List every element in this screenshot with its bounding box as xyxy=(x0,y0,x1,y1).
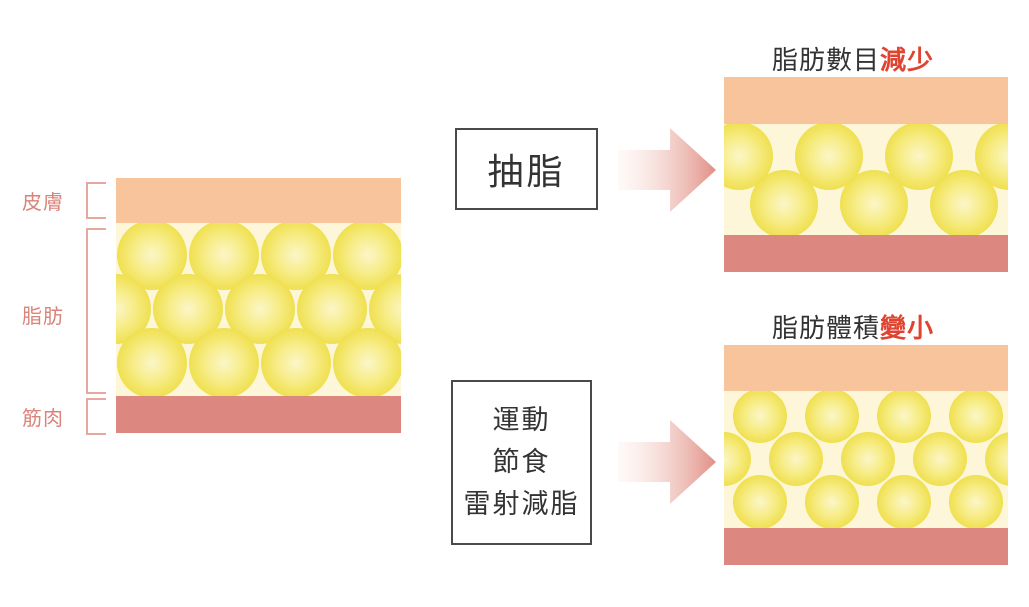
result-bottom-title-plain: 脂肪體積 xyxy=(772,314,881,344)
fat-cell xyxy=(985,432,1008,486)
fat-cell xyxy=(913,432,967,486)
fat-cell xyxy=(724,124,773,190)
fat-cell xyxy=(949,475,1003,528)
arrow-right-icon xyxy=(618,128,716,212)
fat-cell xyxy=(930,170,998,235)
fat-cell xyxy=(724,432,751,486)
fat-layer xyxy=(724,124,1008,235)
liposuction-box: 抽脂 xyxy=(455,128,598,210)
method-line-1: 運動 xyxy=(492,404,551,436)
method-line-3: 雷射減脂 xyxy=(463,488,580,520)
muscle-layer xyxy=(724,235,1008,272)
fat-cell xyxy=(949,391,1003,443)
result-top-title-plain: 脂肪數目 xyxy=(772,46,881,76)
fat-cell xyxy=(795,124,863,190)
fat-label: 脂肪 xyxy=(22,304,64,328)
liposuction-label: 抽脂 xyxy=(487,152,566,193)
fat-bracket xyxy=(86,228,106,394)
muscle-layer xyxy=(724,528,1008,565)
fat-cell xyxy=(153,274,223,344)
fat-cell xyxy=(733,391,787,443)
fat-cell xyxy=(261,328,331,396)
muscle-label: 筋肉 xyxy=(22,406,64,430)
fat-cell xyxy=(840,170,908,235)
result-bottom-title: 脂肪體積變小 xyxy=(772,308,934,345)
fat-cell xyxy=(297,274,367,344)
skin-layer xyxy=(724,77,1008,124)
fat-cell xyxy=(841,432,895,486)
result-bottom-title-highlight: 變小 xyxy=(880,314,935,344)
muscle-bracket xyxy=(86,398,106,435)
fat-cell xyxy=(769,432,823,486)
muscle-layer xyxy=(116,396,401,433)
fat-layer xyxy=(116,223,401,396)
fat-cell xyxy=(261,223,331,290)
fat-cell xyxy=(877,391,931,443)
method-line-2: 節食 xyxy=(492,446,551,478)
skin-layer xyxy=(116,178,401,223)
fat-cell xyxy=(117,223,187,290)
fat-cell xyxy=(750,170,818,235)
fat-cell xyxy=(805,391,859,443)
fat-cell xyxy=(805,475,859,528)
arrow-right-icon xyxy=(618,420,716,504)
fat-cell xyxy=(333,328,401,396)
fat-cell xyxy=(189,223,259,290)
skin-label: 皮膚 xyxy=(22,190,64,214)
fat-cell xyxy=(189,328,259,396)
fat-cell xyxy=(333,223,401,290)
fat-cell xyxy=(885,124,953,190)
fat-cell xyxy=(225,274,295,344)
fat-cell xyxy=(369,274,401,344)
fat-cell xyxy=(117,328,187,396)
fat-cell xyxy=(116,274,151,344)
skin-layer xyxy=(724,345,1008,391)
fat-layer xyxy=(724,391,1008,528)
fat-cell xyxy=(877,475,931,528)
fat-cell xyxy=(975,124,1008,190)
skin-bracket xyxy=(86,182,106,219)
fat-cell xyxy=(733,475,787,528)
result-top-title-highlight: 減少 xyxy=(880,46,935,76)
lifestyle-box: 運動 節食 雷射減脂 xyxy=(451,380,592,545)
result-top-title: 脂肪數目減少 xyxy=(772,40,934,77)
